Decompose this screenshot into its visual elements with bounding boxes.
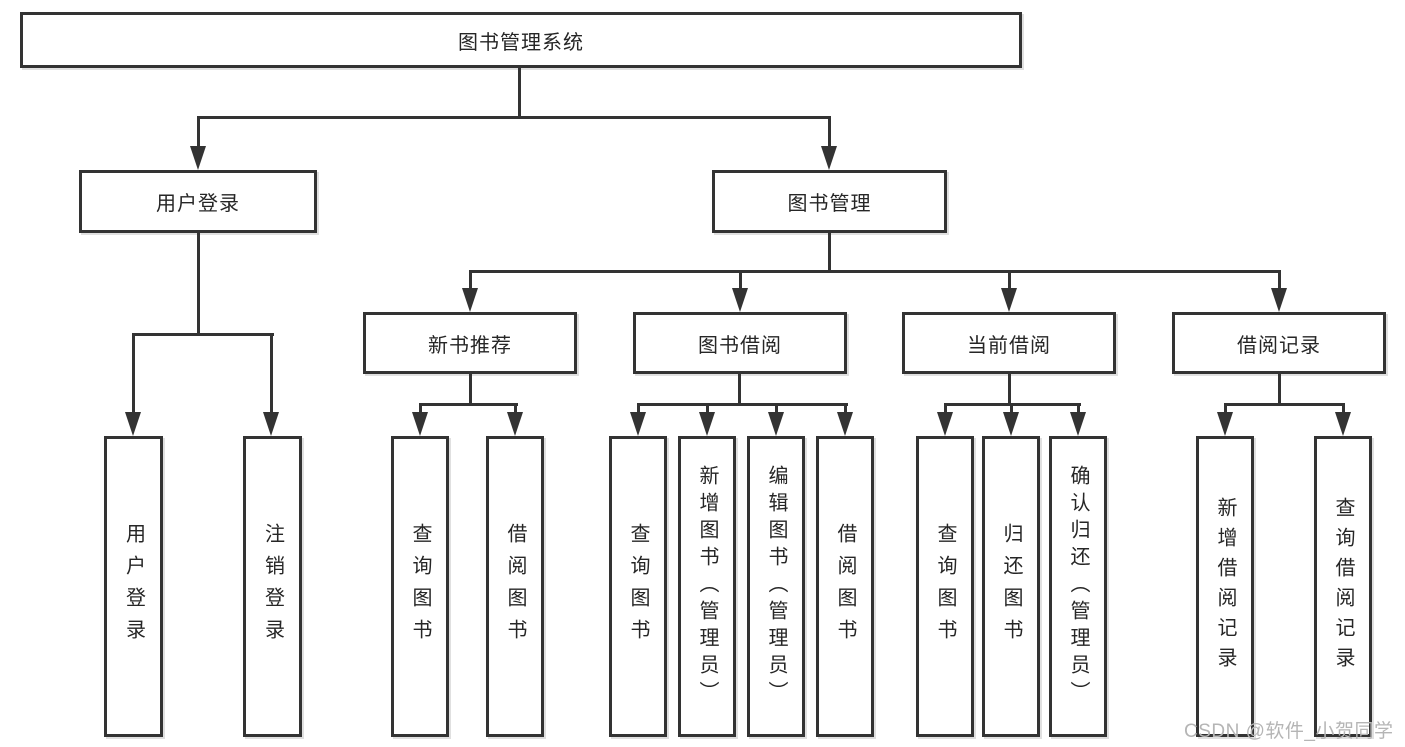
connector-drop-cur-confirm xyxy=(1077,403,1080,414)
leaf-cur-query-books: 查询图书 xyxy=(916,436,974,737)
arrowhead-leaf-login xyxy=(125,412,141,436)
connector-root-bus xyxy=(197,116,831,119)
leaf-bw-add-books-label: 新增图书（管理员） xyxy=(696,465,718,708)
arrowhead-current-borrow xyxy=(1001,288,1017,312)
connector-drop-leaf-login xyxy=(132,333,135,413)
connector-drop-cur-query xyxy=(944,403,947,414)
connector-borrow-records-stem xyxy=(1278,374,1281,406)
node-new-books: 新书推荐 xyxy=(363,312,577,374)
connector-book-mgmt-stem xyxy=(828,233,831,273)
arrowhead-cur-return xyxy=(1003,412,1019,436)
node-current-borrow: 当前借阅 xyxy=(902,312,1116,374)
leaf-rec-add-record: 新增借阅记录 xyxy=(1196,436,1254,737)
arrowhead-cur-confirm xyxy=(1070,412,1086,436)
arrowhead-bw-borrow xyxy=(837,412,853,436)
connector-root-stem xyxy=(518,66,521,119)
leaf-user-login: 用户登录 xyxy=(104,436,163,737)
leaf-cur-confirm-return-label: 确认归还（管理员） xyxy=(1067,465,1089,708)
leaf-rec-query-record-label: 查询借阅记录 xyxy=(1332,496,1354,677)
leaf-bw-query-books-label: 查询图书 xyxy=(627,522,649,651)
arrowhead-nb-query xyxy=(412,412,428,436)
connector-current-borrow-stem xyxy=(1008,374,1011,406)
leaf-cur-query-books-label: 查询图书 xyxy=(934,522,956,651)
connector-drop-bw-add xyxy=(706,403,709,414)
leaf-nb-query-books: 查询图书 xyxy=(391,436,449,737)
leaf-bw-borrow-books-label: 借阅图书 xyxy=(834,522,856,651)
connector-drop-rec-add xyxy=(1224,403,1227,414)
connector-drop-cur-return xyxy=(1010,403,1013,414)
arrowhead-rec-query xyxy=(1335,412,1351,436)
node-new-books-label: 新书推荐 xyxy=(428,334,512,357)
connector-drop-bw-borrow xyxy=(844,403,847,414)
connector-book-mgmt-bus xyxy=(469,270,1281,273)
arrowhead-bw-edit xyxy=(768,412,784,436)
connector-borrow-records-bus xyxy=(1224,403,1345,406)
leaf-cur-confirm-return: 确认归还（管理员） xyxy=(1049,436,1107,737)
connector-drop-nb-borrow xyxy=(514,403,517,414)
arrowhead-book-mgmt xyxy=(821,146,837,170)
arrowhead-rec-add xyxy=(1217,412,1233,436)
leaf-rec-query-record: 查询借阅记录 xyxy=(1314,436,1372,737)
connector-new-books-stem xyxy=(469,374,472,406)
node-book-mgmt-label: 图书管理 xyxy=(787,193,872,215)
leaf-nb-borrow-books: 借阅图书 xyxy=(486,436,544,737)
connector-drop-rec-query xyxy=(1342,403,1345,414)
arrowhead-user-login xyxy=(190,146,206,170)
node-root-label: 图书管理系统 xyxy=(458,31,584,54)
connector-drop-book-borrow xyxy=(739,270,742,290)
leaf-cur-return-books-label: 归还图书 xyxy=(1000,522,1022,651)
node-book-mgmt: 图书管理 xyxy=(712,170,947,233)
arrowhead-book-borrow xyxy=(732,288,748,312)
leaf-bw-query-books: 查询图书 xyxy=(609,436,667,737)
connector-user-login-stem xyxy=(197,233,200,336)
connector-drop-nb-query xyxy=(419,403,422,414)
connector-drop-leaf-logout xyxy=(270,333,273,413)
csdn-watermark: CSDN @软件_小贺同学 xyxy=(1184,721,1394,742)
connector-new-books-bus xyxy=(419,403,518,406)
arrowhead-bw-query xyxy=(630,412,646,436)
leaf-nb-borrow-books-label: 借阅图书 xyxy=(504,522,526,651)
connector-book-borrow-stem xyxy=(738,374,741,406)
node-root: 图书管理系统 xyxy=(20,12,1022,68)
connector-user-login-bus xyxy=(132,333,274,336)
connector-drop-book-mgmt xyxy=(828,116,831,148)
connector-drop-borrow-records xyxy=(1278,270,1281,290)
node-borrow-records: 借阅记录 xyxy=(1172,312,1386,374)
connector-drop-current-borrow xyxy=(1008,270,1011,290)
leaf-user-login-label: 用户登录 xyxy=(122,522,145,651)
leaf-cur-return-books: 归还图书 xyxy=(982,436,1040,737)
node-user-login: 用户登录 xyxy=(79,170,317,233)
leaf-bw-add-books: 新增图书（管理员） xyxy=(678,436,736,737)
leaf-logout-label: 注销登录 xyxy=(261,522,284,651)
node-book-borrow: 图书借阅 xyxy=(633,312,847,374)
arrowhead-new-books xyxy=(462,288,478,312)
leaf-bw-borrow-books: 借阅图书 xyxy=(816,436,874,737)
leaf-nb-query-books-label: 查询图书 xyxy=(409,522,431,651)
arrowhead-bw-add xyxy=(699,412,715,436)
arrowhead-leaf-logout xyxy=(263,412,279,436)
connector-drop-bw-query xyxy=(637,403,640,414)
arrowhead-cur-query xyxy=(937,412,953,436)
connector-drop-user-login xyxy=(197,116,200,148)
leaf-logout: 注销登录 xyxy=(243,436,302,737)
arrowhead-nb-borrow xyxy=(507,412,523,436)
arrowhead-borrow-records xyxy=(1271,288,1287,312)
node-user-login-label: 用户登录 xyxy=(156,193,240,215)
leaf-bw-edit-books-label: 编辑图书（管理员） xyxy=(765,465,787,708)
node-borrow-records-label: 借阅记录 xyxy=(1237,334,1321,357)
connector-drop-new-books xyxy=(469,270,472,290)
leaf-rec-add-record-label: 新增借阅记录 xyxy=(1214,496,1236,677)
leaf-bw-edit-books: 编辑图书（管理员） xyxy=(747,436,805,737)
connector-drop-bw-edit xyxy=(775,403,778,414)
node-book-borrow-label: 图书借阅 xyxy=(698,334,782,357)
node-current-borrow-label: 当前借阅 xyxy=(967,334,1051,357)
connector-book-borrow-bus xyxy=(637,403,848,406)
